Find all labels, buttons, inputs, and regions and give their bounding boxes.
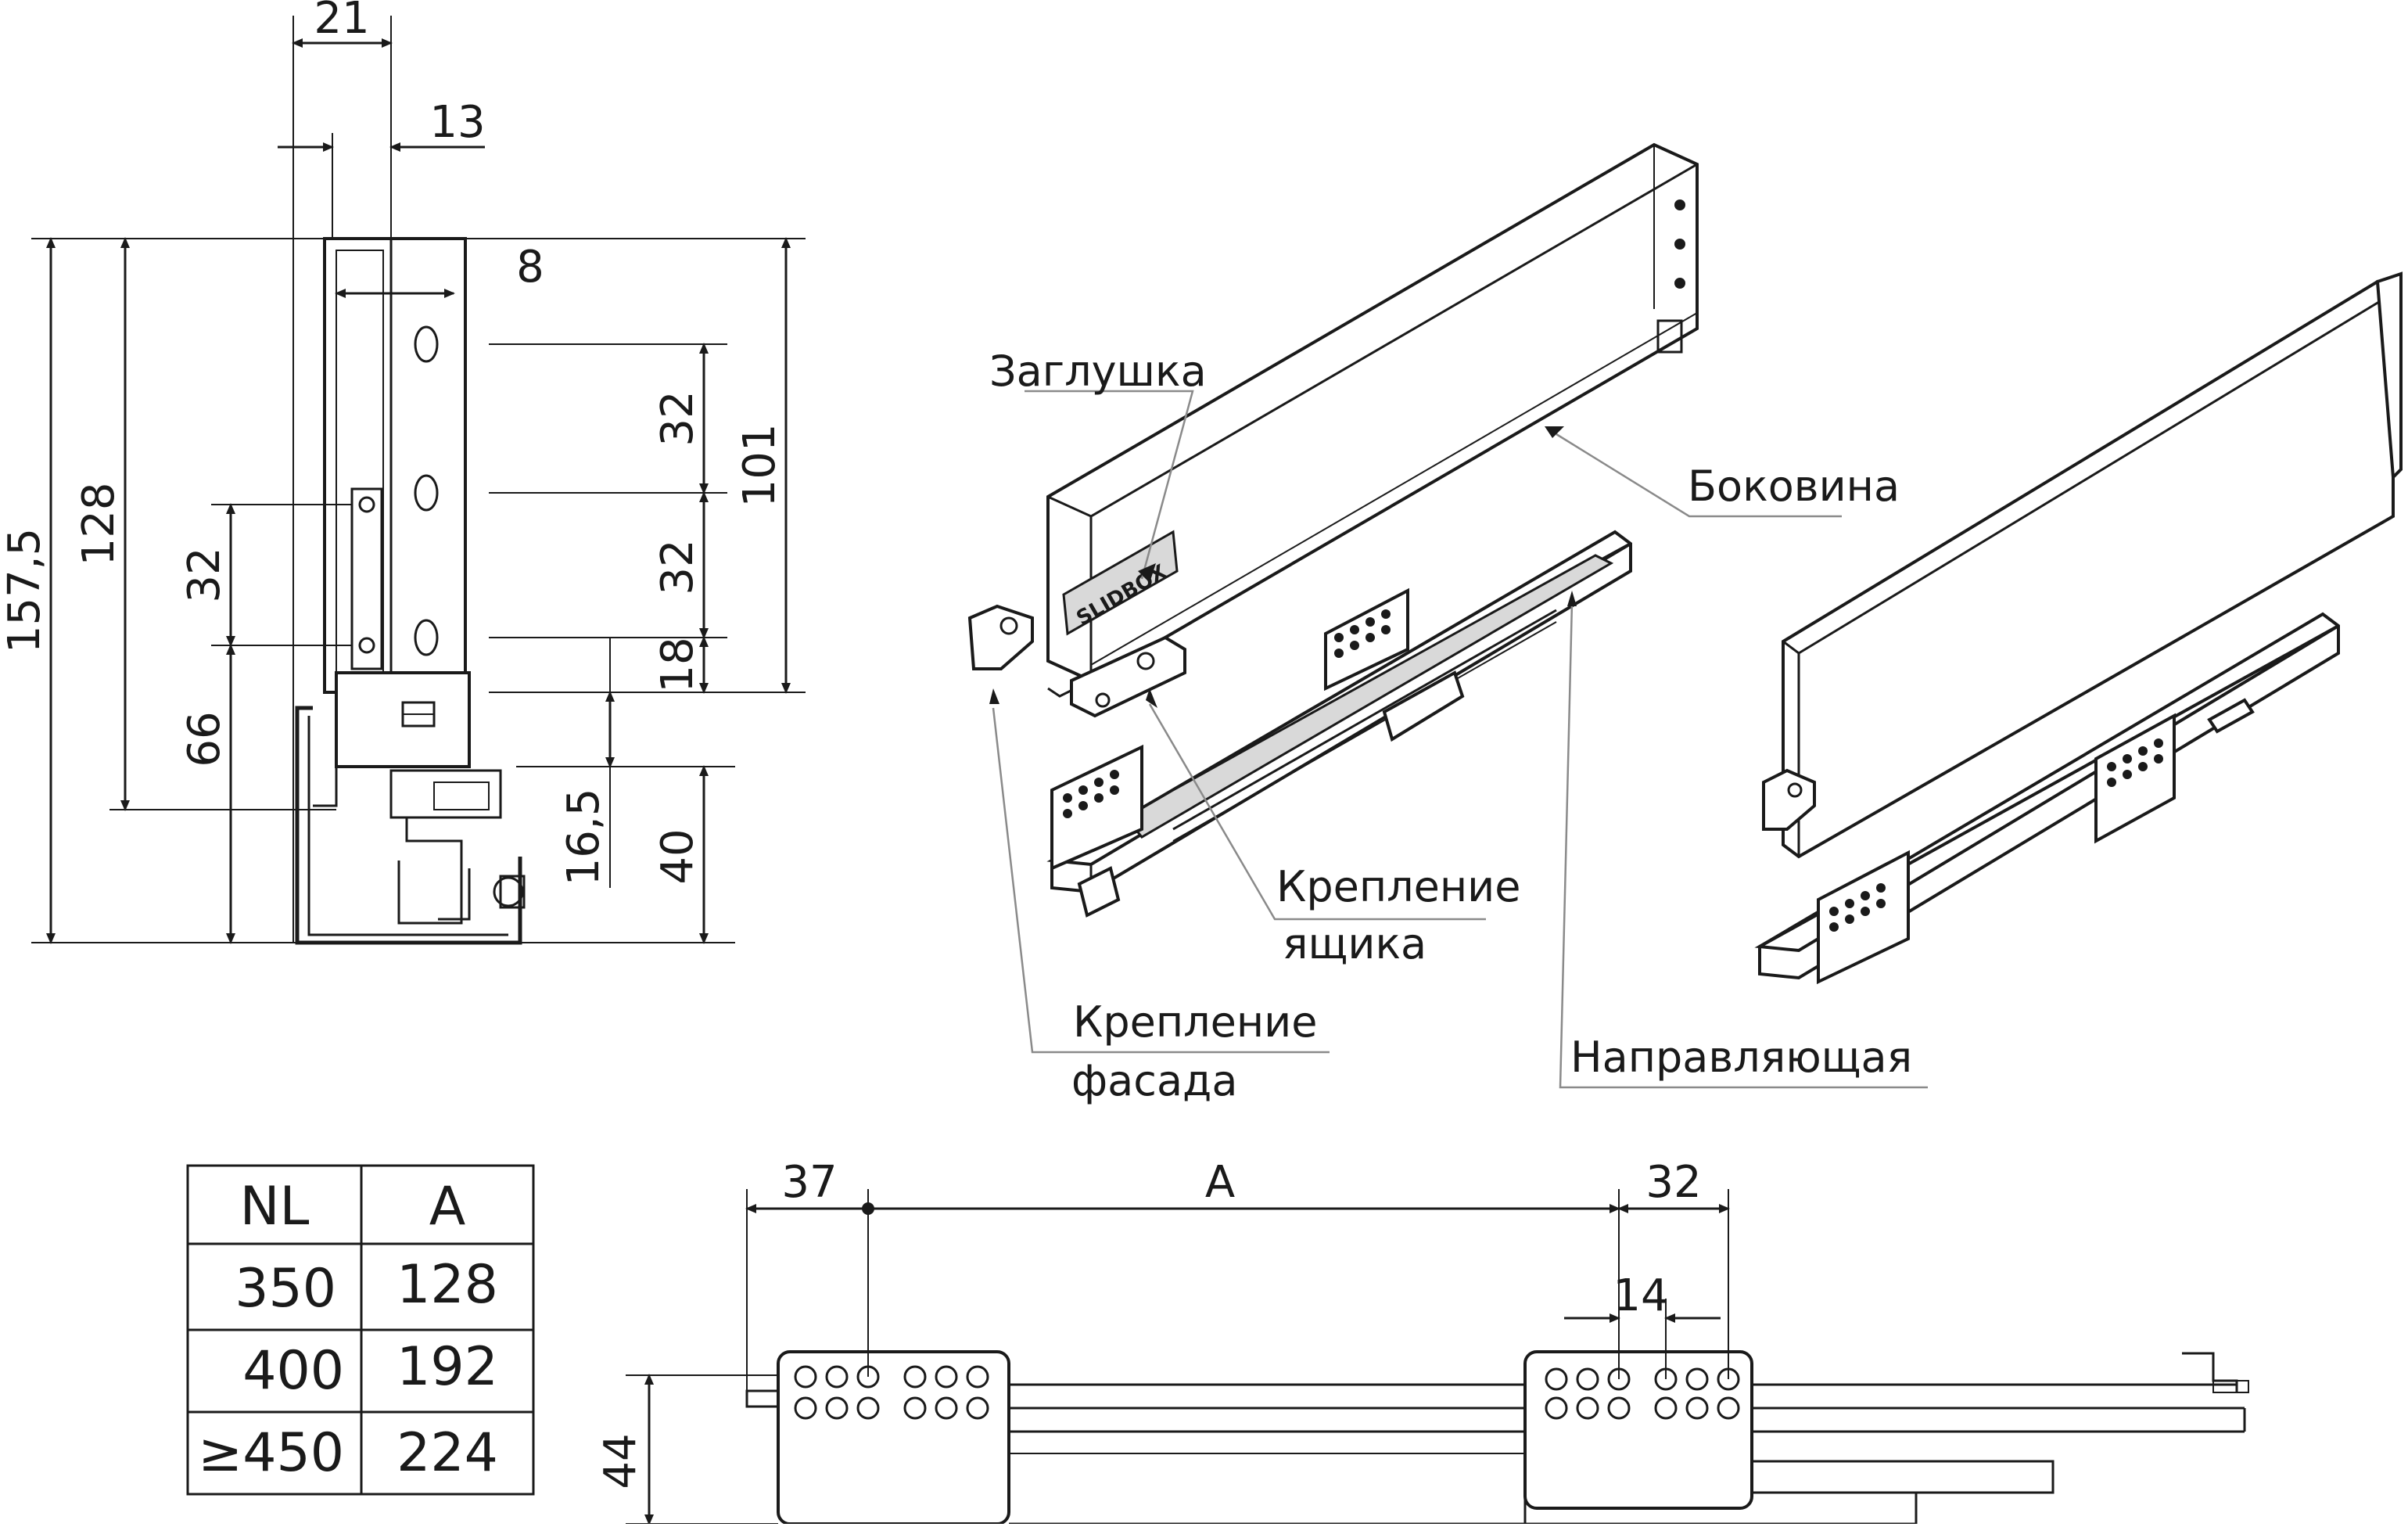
front-mount-bracket xyxy=(967,604,1034,670)
table-cell-nl-1: 350 xyxy=(235,1258,336,1320)
leader-guide xyxy=(1559,602,1928,1089)
side-panel-lower-rib xyxy=(1090,312,1698,666)
dim-32-left: 32 xyxy=(179,547,230,602)
runner-bracket xyxy=(397,817,463,925)
side-section: 21 13 8 32 32 101 18 16,5 40 157,5 128 3… xyxy=(0,0,806,945)
guide-lip xyxy=(313,767,338,807)
label-front-mount-line1: Крепление xyxy=(1073,997,1318,1047)
dim-128: 128 xyxy=(74,483,124,566)
dim-32-top: 32 xyxy=(652,390,703,446)
assembled-mount-plate xyxy=(2094,713,2176,844)
label-guide: Направляющая xyxy=(1570,1033,1912,1082)
assembled-end-plate xyxy=(1817,850,1910,985)
dim-44: 44 xyxy=(595,1433,646,1489)
label-drawer-mount-line2: ящика xyxy=(1283,919,1426,968)
rail-rear-hook xyxy=(2182,1352,2238,1392)
leader-drawer-arrow xyxy=(1146,688,1157,708)
front-bracket xyxy=(777,1350,1010,1525)
table-cell-a-1: 128 xyxy=(397,1254,498,1316)
guide-rail-front-cap xyxy=(1077,866,1121,918)
panel-hole-1 xyxy=(1674,199,1685,210)
roller-wheel xyxy=(493,876,524,907)
exploded-view: SLIDBOX xyxy=(967,142,2403,1105)
table-cell-a-2: 192 xyxy=(397,1336,498,1398)
dim-40: 40 xyxy=(652,828,703,884)
rear-bracket xyxy=(1523,1350,1753,1510)
leader-side-panel xyxy=(1556,433,1842,518)
plate-hole-1 xyxy=(358,496,375,513)
panel-hole-3 xyxy=(1674,278,1685,289)
plate-hole-2 xyxy=(358,637,375,654)
assembled-end-plate-holes xyxy=(1829,883,1886,932)
leader-front-mount xyxy=(992,707,1330,1054)
table-cell-nl-2: 400 xyxy=(242,1340,344,1402)
mount-hole-top xyxy=(414,325,439,363)
assembled-panel-back xyxy=(2375,271,2403,481)
table-header-nl: NL xyxy=(240,1176,310,1238)
dim-8: 8 xyxy=(516,242,544,293)
front-mount-screw xyxy=(999,616,1018,635)
side-panel-body xyxy=(323,237,467,694)
carriage-block xyxy=(389,769,502,819)
mount-hole-mid xyxy=(414,474,439,512)
guide-rail-channel xyxy=(1124,554,1614,839)
guide-end-plate-holes xyxy=(1063,770,1119,818)
table-cell-a-3: 224 xyxy=(397,1422,498,1484)
size-table: NL A 350 128 400 192 ≥450 224 xyxy=(186,1164,535,1496)
guide-rail-slide-1 xyxy=(1172,609,1557,831)
label-side-panel: Боковина xyxy=(1688,462,1900,511)
leader-plug-arrow xyxy=(1138,563,1156,583)
rail-rear-tab xyxy=(2212,1380,2249,1393)
drawer-mount-screw xyxy=(1136,652,1155,670)
roller-axle xyxy=(499,875,526,909)
dim-18: 18 xyxy=(652,637,703,692)
guide-rail-slide-2 xyxy=(1172,621,1557,842)
dim-157-5: 157,5 xyxy=(0,528,50,653)
dim-13: 13 xyxy=(429,97,485,148)
dim-21: 21 xyxy=(314,0,369,44)
assembled-front-mount xyxy=(1762,768,1816,831)
bottom-view: 37 A 32 14 44 xyxy=(595,1157,2249,1525)
label-plug: Заглушка xyxy=(989,347,1207,396)
dim-101: 101 xyxy=(734,424,785,508)
leader-guide-arrow xyxy=(1567,591,1577,606)
leader-plug xyxy=(1025,390,1194,580)
dim-66: 66 xyxy=(179,711,230,767)
inner-plate xyxy=(350,487,383,670)
panel-back-clip xyxy=(1656,319,1683,354)
dim-37: 37 xyxy=(781,1157,837,1208)
dim-A: A xyxy=(1205,1157,1235,1208)
dim-14: 14 xyxy=(1613,1270,1668,1321)
leader-drawer-mount xyxy=(1148,703,1486,921)
label-front-mount-line2: фасада xyxy=(1071,1056,1237,1105)
runner-hook xyxy=(438,868,471,921)
assembled-front-screw xyxy=(1787,782,1803,798)
drawer-mount-hole xyxy=(1095,692,1111,708)
guide-rail-end-plate xyxy=(1050,744,1143,871)
assembled-rail-stop xyxy=(2207,698,2255,734)
assembled-mount-plate-holes xyxy=(2107,738,2163,787)
label-drawer-mount-line1: Крепление xyxy=(1276,862,1521,911)
drawer-mount-clip xyxy=(1070,635,1186,718)
side-panel-front xyxy=(1046,142,1699,683)
carriage-roller xyxy=(433,781,490,810)
guide-rail-stop xyxy=(1382,670,1465,742)
dim-32-mid: 32 xyxy=(652,539,703,595)
guide-mount-plate-holes xyxy=(1334,609,1391,658)
mount-hole-bottom xyxy=(414,619,439,656)
dim-32-bottom: 32 xyxy=(1645,1157,1701,1208)
table-cell-nl-3: ≥450 xyxy=(198,1422,344,1484)
runner-profile-inner xyxy=(307,716,508,936)
dim-16-5: 16,5 xyxy=(558,789,609,886)
plug-cap xyxy=(1062,530,1179,636)
leader-front-arrow xyxy=(989,688,999,704)
leader-side-arrow xyxy=(1545,426,1564,438)
panel-hole-2 xyxy=(1674,239,1685,250)
table-header-a: A xyxy=(429,1176,466,1238)
